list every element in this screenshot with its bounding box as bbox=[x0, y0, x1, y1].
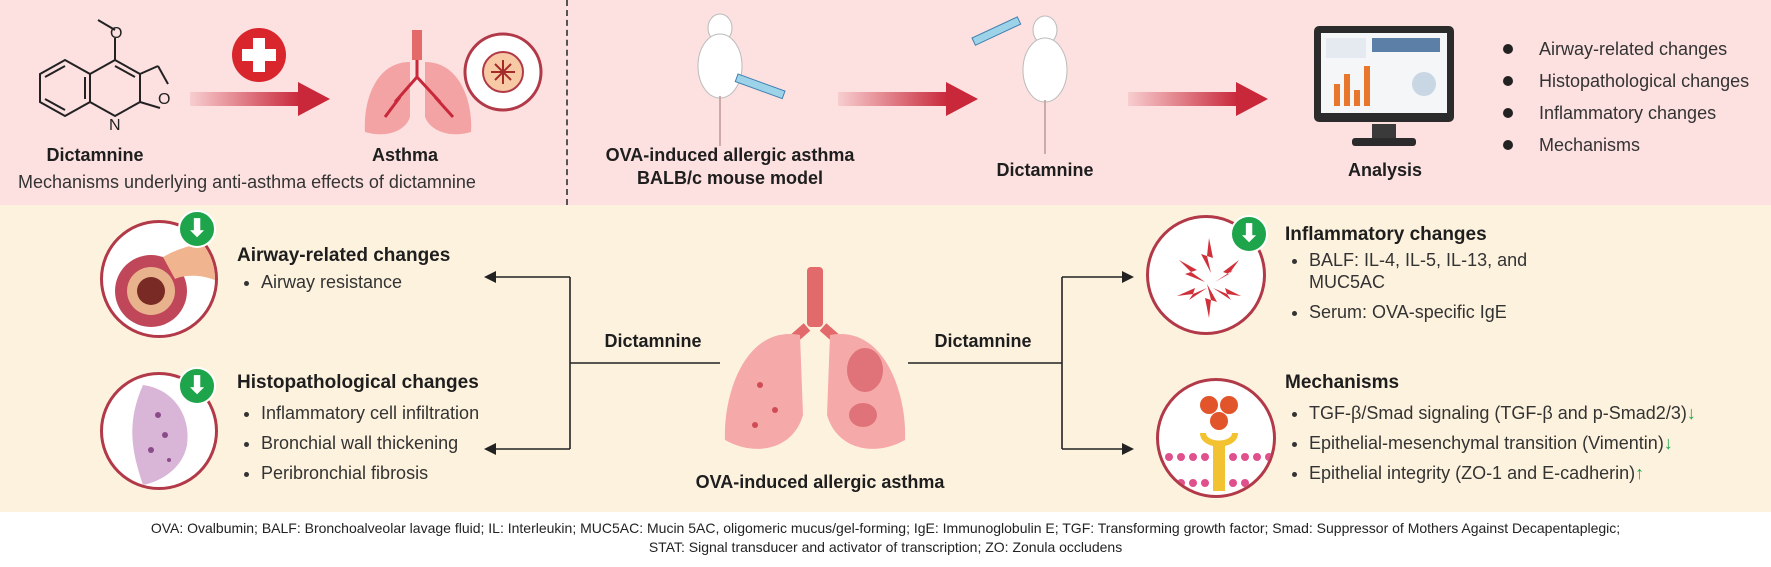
analysis-item: Inflammatory changes bbox=[1503, 97, 1749, 129]
mechanisms-title: Mechanisms bbox=[1285, 372, 1400, 393]
dictamnine-treatment-label: Dictamnine bbox=[996, 160, 1094, 180]
analysis-label: Analysis bbox=[1347, 160, 1423, 180]
analysis-monitor-icon bbox=[1314, 26, 1454, 146]
arrow-right-icon bbox=[838, 82, 978, 116]
list-item: Bronchial wall thickening bbox=[261, 428, 479, 458]
list-item: Serum: OVA-specific IgE bbox=[1309, 301, 1549, 323]
section-divider bbox=[566, 0, 568, 205]
down-arrow-icon: ↓ bbox=[1686, 403, 1696, 423]
list-item: TGF-β/Smad signaling (TGF-β and p-Smad2/… bbox=[1309, 398, 1696, 428]
mouse-treatment-icon bbox=[971, 15, 1068, 154]
histo-title: Histopathological changes bbox=[237, 372, 479, 393]
arrow-right-icon bbox=[1128, 82, 1268, 116]
mouse-injection-icon bbox=[697, 13, 786, 146]
footnote-line1: OVA: Ovalbumin; BALF: Bronchoalveolar la… bbox=[150, 520, 1621, 536]
central-lungs-icon bbox=[724, 267, 906, 449]
airway-list: Airway resistance bbox=[237, 267, 402, 297]
bottom-section-background bbox=[0, 205, 1771, 512]
dictamnine-structure-icon: O O N bbox=[39, 19, 170, 132]
central-lungs-caption: OVA-induced allergic asthma bbox=[695, 472, 945, 492]
mechanism-image bbox=[1156, 378, 1276, 498]
dictamnine-label: Dictamnine bbox=[46, 145, 144, 165]
list-item: Peribronchial fibrosis bbox=[261, 458, 479, 488]
airway-title: Airway-related changes bbox=[237, 245, 451, 266]
up-arrow-icon: ↑ bbox=[1635, 463, 1645, 483]
mechanisms-list: TGF-β/Smad signaling (TGF-β and p-Smad2/… bbox=[1285, 398, 1696, 488]
mechanism-text: Epithelial integrity (ZO-1 and E-cadheri… bbox=[1309, 463, 1636, 483]
right-arrow-label: Dictamnine bbox=[934, 331, 1032, 351]
inflammation-burst-icon bbox=[1177, 238, 1241, 318]
asthma-label: Asthma bbox=[371, 145, 438, 165]
nitrogen-label: N bbox=[109, 117, 121, 132]
medical-cross-icon bbox=[232, 28, 286, 82]
analysis-list: Airway-related changes Histopathological… bbox=[1503, 33, 1749, 161]
inflammatory-list: BALF: IL-4, IL-5, IL-13, and MUC5AC Seru… bbox=[1285, 249, 1549, 323]
asthma-lungs-icon bbox=[364, 30, 543, 135]
analysis-item: Airway-related changes bbox=[1503, 33, 1749, 65]
left-arrow-label: Dictamnine bbox=[604, 331, 702, 351]
list-item: Epithelial integrity (ZO-1 and E-cadheri… bbox=[1309, 458, 1696, 488]
list-item: Inflammatory cell infiltration bbox=[261, 398, 479, 428]
ova-model-line1: OVA-induced allergic asthma bbox=[605, 145, 855, 165]
abbreviation-footnote: OVA: Ovalbumin; BALF: Bronchoalveolar la… bbox=[0, 519, 1771, 557]
histo-list: Inflammatory cell infiltration Bronchial… bbox=[237, 398, 479, 488]
decrease-badge-icon: ⬇ bbox=[1230, 215, 1268, 253]
inflammatory-title: Inflammatory changes bbox=[1285, 224, 1487, 245]
list-item: BALF: IL-4, IL-5, IL-13, and MUC5AC bbox=[1309, 249, 1549, 293]
lung-tissue-section-icon bbox=[132, 385, 188, 485]
analysis-item: Histopathological changes bbox=[1503, 65, 1749, 97]
airway-cross-section-icon bbox=[115, 243, 215, 327]
mechanism-text: TGF-β/Smad signaling (TGF-β and p-Smad2/… bbox=[1309, 403, 1687, 423]
mechanism-caption: Mechanisms underlying anti-asthma effect… bbox=[18, 172, 476, 192]
decrease-badge-icon: ⬇ bbox=[178, 210, 216, 248]
furan-oxygen-label: O bbox=[158, 91, 170, 108]
decrease-badge-icon: ⬇ bbox=[178, 367, 216, 405]
analysis-item: Mechanisms bbox=[1503, 129, 1749, 161]
arrow-right-icon bbox=[190, 82, 330, 116]
list-item: Airway resistance bbox=[261, 267, 402, 297]
footnote-line2: STAT: Signal transducer and activator of… bbox=[648, 539, 1123, 555]
connector-lines bbox=[484, 271, 1134, 455]
list-item: Epithelial-mesenchymal transition (Vimen… bbox=[1309, 428, 1696, 458]
ova-model-line2: BALB/c mouse model bbox=[636, 168, 824, 188]
mechanism-text: Epithelial-mesenchymal transition (Vimen… bbox=[1309, 433, 1664, 453]
methoxy-oxygen-label: O bbox=[110, 25, 122, 42]
down-arrow-icon: ↓ bbox=[1663, 433, 1673, 453]
